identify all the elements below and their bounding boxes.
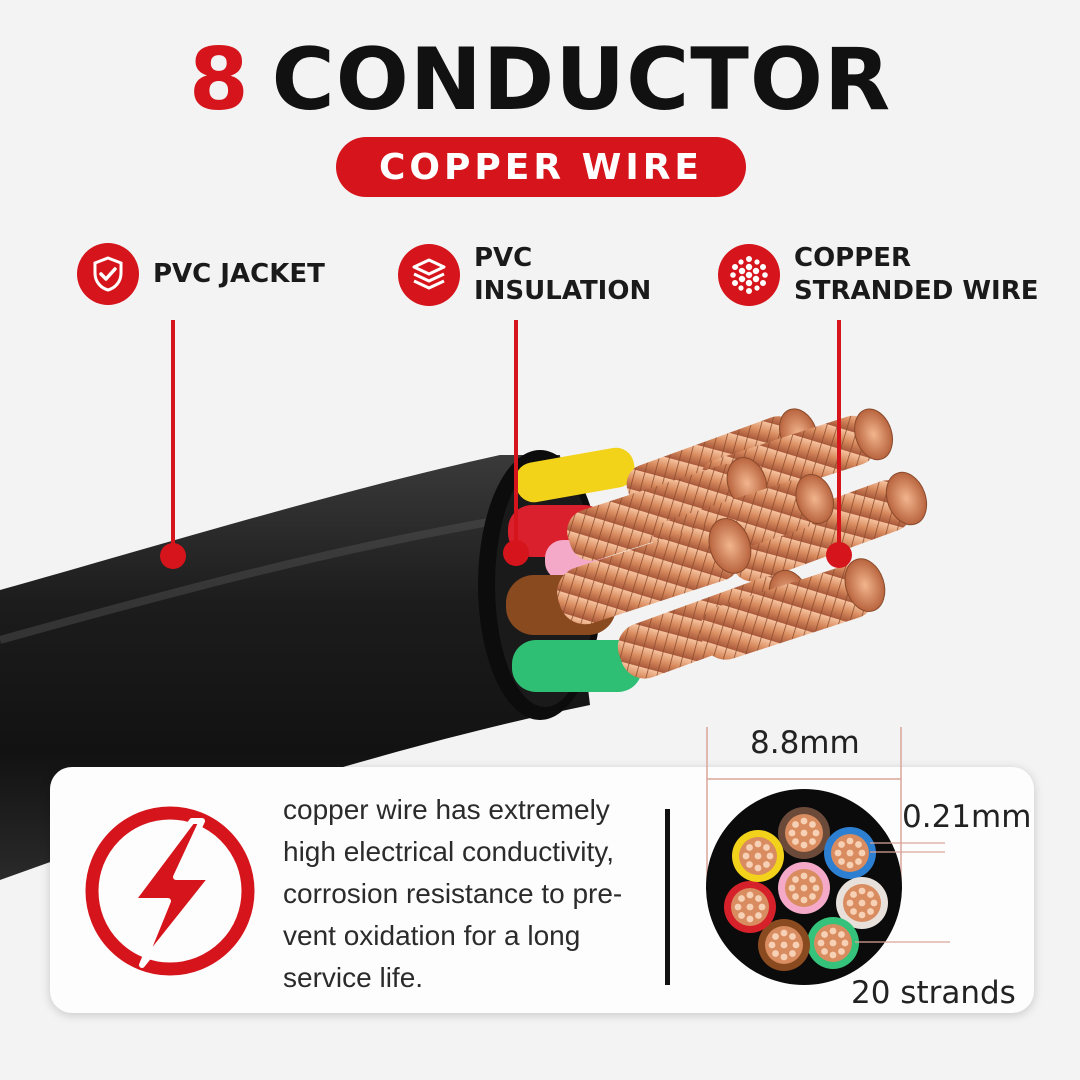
description-line: high electrical conductivity,	[283, 836, 614, 867]
feature-label: PVC INSULATION	[474, 242, 651, 308]
copper-pointer-line	[837, 320, 841, 545]
jacket-pointer-dot	[160, 543, 186, 569]
diameter-label: 8.8mm	[750, 725, 860, 761]
feature-label-line1: PVC	[474, 243, 533, 273]
feature-label-line2: INSULATION	[474, 276, 652, 306]
feature-label: PVC JACKET	[153, 258, 325, 289]
divider	[665, 809, 670, 985]
feature-copper-stranded: COPPER STRANDED WIRE	[718, 242, 1038, 308]
insulation-pointer-dot	[503, 540, 529, 566]
subtitle-badge: COPPER WIRE	[336, 137, 746, 197]
strand-diameter-label: 0.21mm	[902, 799, 1032, 835]
feature-label: COPPER STRANDED WIRE	[794, 242, 1038, 308]
description-line: vent oxidation for a long	[283, 920, 581, 951]
strand-count-label: 20 strands	[851, 975, 1016, 1011]
feature-label-line1: COPPER	[794, 243, 912, 273]
title-text: CONDUCTOR	[271, 30, 892, 130]
layers-icon	[398, 244, 460, 306]
feature-label-line2: STRANDED WIRE	[794, 276, 1039, 306]
description-line: service life.	[283, 962, 424, 993]
description-line: copper wire has extremely	[283, 794, 610, 825]
lightning-bolt-icon	[85, 806, 255, 976]
copper-strand-bundles	[557, 408, 928, 679]
copper-pointer-dot	[826, 542, 852, 568]
feature-pvc-insulation: PVC INSULATION	[398, 242, 651, 308]
description-line: corrosion resistance to pre-	[283, 878, 623, 909]
conductor-count: 8	[188, 30, 250, 130]
copper-strands-icon	[718, 244, 780, 306]
insulation-pointer-line	[514, 320, 518, 550]
description-text: copper wire has extremely high electrica…	[283, 789, 655, 999]
shield-check-icon	[77, 243, 139, 305]
jacket-pointer-line	[171, 320, 175, 556]
subtitle-text: COPPER WIRE	[378, 146, 704, 188]
feature-pvc-jacket: PVC JACKET	[77, 243, 325, 305]
